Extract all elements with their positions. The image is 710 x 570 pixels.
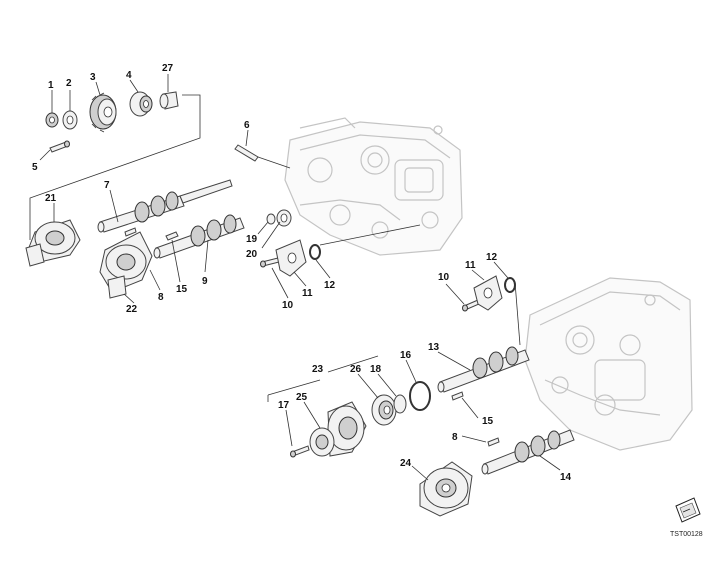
callout-10-lower: 10 <box>438 272 450 283</box>
part-25-pulley <box>309 401 367 457</box>
part-1-nut <box>45 112 59 128</box>
part-15-key-lower <box>451 391 464 401</box>
part-4-hub <box>129 91 153 117</box>
part-21-cover <box>25 219 81 267</box>
callout-2: 2 <box>66 78 72 89</box>
book-reference-icon <box>675 497 701 523</box>
callout-26: 26 <box>350 364 362 375</box>
callout-19: 19 <box>246 234 258 245</box>
callout-20: 20 <box>246 249 258 260</box>
callout-24: 24 <box>400 458 412 469</box>
part-3-gear <box>89 92 117 133</box>
callout-21: 21 <box>45 193 57 204</box>
part-12-oring-upper <box>309 244 321 260</box>
callout-23: 23 <box>312 364 324 375</box>
part-24-cover <box>419 461 473 517</box>
callout-13: 13 <box>428 342 440 353</box>
leader-lines <box>39 74 561 481</box>
callout-12-lower: 12 <box>486 252 498 263</box>
part-7-camshaft <box>97 179 233 233</box>
lower-cylinder-head <box>524 277 693 451</box>
part-11-plate-upper <box>275 239 307 277</box>
part-10-bolt-upper <box>260 257 280 268</box>
callout-11-upper: 11 <box>302 288 313 299</box>
part-26-bearing <box>371 394 397 426</box>
callout-6: 6 <box>244 120 250 131</box>
part-14-camshaft <box>481 429 575 475</box>
callout-1: 1 <box>48 80 54 91</box>
callout-4: 4 <box>126 70 132 81</box>
callout-27: 27 <box>162 63 174 74</box>
part-11-plate-lower <box>473 275 503 311</box>
callout-15-lower: 15 <box>482 416 494 427</box>
callout-15-upper: 15 <box>176 284 188 295</box>
part-9-camshaft <box>153 214 245 259</box>
part-27-bushing <box>159 91 179 110</box>
part-13-camshaft <box>437 346 530 393</box>
callout-12-upper: 12 <box>324 280 336 291</box>
callout-22: 22 <box>126 304 138 315</box>
callout-8-lower: 8 <box>452 432 458 443</box>
upper-cylinder-head <box>284 117 463 256</box>
callout-3: 3 <box>90 72 96 83</box>
part-6-stud <box>234 144 259 162</box>
callout-10-upper: 10 <box>282 300 294 311</box>
reference-code: TST00128 <box>670 531 703 538</box>
callout-9: 9 <box>202 276 208 287</box>
part-5-bolt <box>49 140 70 153</box>
part-16-oring <box>409 381 431 411</box>
callout-7: 7 <box>104 180 110 191</box>
part-20-seal <box>276 209 292 227</box>
part-22-cover <box>99 231 153 299</box>
callout-25: 25 <box>296 392 308 403</box>
callout-17: 17 <box>278 400 290 411</box>
callout-labels: 1 2 3 4 27 5 6 7 21 19 20 9 15 8 22 10 1… <box>32 63 572 483</box>
part-8-key-lower <box>487 437 500 447</box>
part-12-oring-lower <box>504 277 516 293</box>
callout-5: 5 <box>32 162 38 173</box>
part-19-ring <box>266 213 276 225</box>
part-15-key-upper <box>165 231 179 241</box>
callout-11-lower: 11 <box>465 260 476 271</box>
part-2-washer <box>62 110 78 130</box>
callout-14: 14 <box>560 472 572 483</box>
callout-16: 16 <box>400 350 412 361</box>
callout-18: 18 <box>370 364 382 375</box>
part-17-bolt <box>290 445 310 458</box>
part-10-bolt-lower <box>462 299 480 312</box>
part-18-seal <box>393 394 407 414</box>
part-8-key-upper <box>124 227 137 237</box>
callout-8-upper: 8 <box>158 292 164 303</box>
